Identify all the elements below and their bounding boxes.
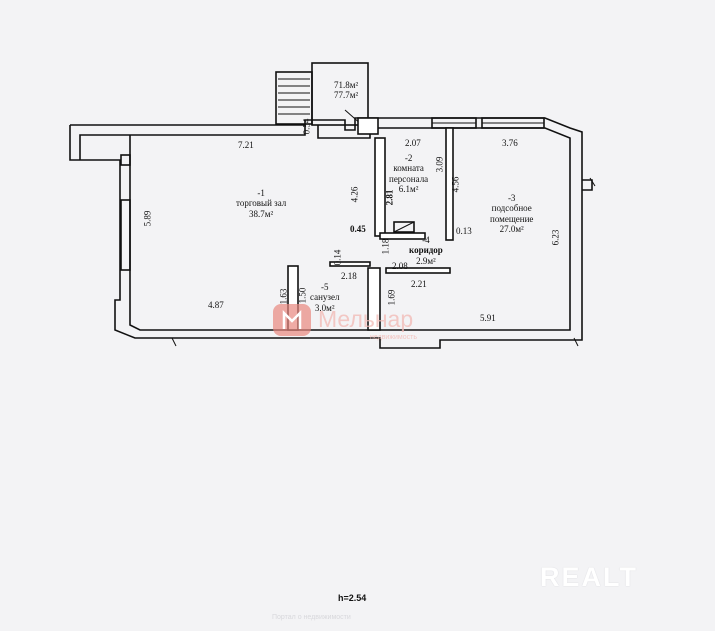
dim-2-21: 2.21 <box>411 279 427 289</box>
room-5-label: -5 санузел 3.0м² <box>310 282 339 313</box>
agency-watermark-text: Мельнар <box>318 306 414 332</box>
dim-6-23: 6.23 <box>550 229 561 246</box>
room-4-area: 2.9м² <box>416 255 436 266</box>
dim-5-91: 5.91 <box>480 313 496 323</box>
partition-corridor-top <box>379 232 426 240</box>
room-4-label: -4 коридор 2.9м² <box>409 235 443 266</box>
dim-1-50: 1.50 <box>297 287 308 304</box>
entry-vestibule <box>311 62 369 126</box>
partition-1-2 <box>374 137 386 237</box>
room-1-number: -1 <box>257 188 265 198</box>
realt-watermark: REALT <box>540 562 638 592</box>
room-2-label: -2 комната персонала 6.1м² <box>389 153 428 194</box>
dim-2-81: 2.81 <box>384 189 395 206</box>
room-1-label: -1 торговый зал 38.7м² <box>236 188 286 219</box>
dim-7-21: 7.21 <box>238 140 254 150</box>
agency-logo-icon <box>273 304 311 336</box>
room-5-number: -5 <box>320 282 329 292</box>
bathroom-wall-right <box>367 267 381 331</box>
room-2-area: 6.1м² <box>398 184 419 195</box>
dim-1-63: 1.63 <box>278 288 289 305</box>
entry-stair <box>275 71 313 125</box>
total-area-label: 71.8м² 77.7м² <box>334 80 358 101</box>
realt-watermark-subtext: Портал о недвижимости <box>272 614 351 621</box>
corridor-door <box>393 221 415 233</box>
room-4-number: -4 <box>422 235 430 245</box>
outer-wall-inner <box>129 125 571 331</box>
room-1-area: 38.7м² <box>249 208 274 219</box>
partition-corridor-bottom <box>385 267 451 274</box>
room-2-number: -2 <box>404 153 413 163</box>
dim-3-09: 3.09 <box>434 156 445 173</box>
partition-2-3 <box>445 127 454 241</box>
room-2-name-line1: комната <box>393 163 424 174</box>
ceiling-height-label: h=2.54 <box>338 593 367 603</box>
room-2-name-line2: персонала <box>389 173 429 184</box>
room-3-number: -3 <box>507 193 516 203</box>
dim-4-87: 4.87 <box>208 300 224 310</box>
room-3-label: -3 подсобное помещение 27.0м² <box>490 193 533 234</box>
dim-2-07: 2.07 <box>405 138 421 148</box>
window-left <box>120 199 131 271</box>
room-5-area: 3.0м² <box>314 302 335 313</box>
dim-3-76: 3.76 <box>502 138 518 148</box>
dim-4-26: 4.26 <box>349 186 360 203</box>
dim-0-54: 0.54 <box>301 118 312 135</box>
dim-2-08: 2.08 <box>392 261 408 271</box>
agency-watermark-subtext: недвижимость <box>370 334 417 341</box>
room-5-name: санузел <box>310 292 340 303</box>
room-4-name: коридор <box>409 245 443 256</box>
room-1-name: торговый зал <box>236 198 287 209</box>
outer-wall-outer <box>69 117 583 349</box>
total-area-line1: 71.8м² <box>334 80 359 90</box>
room-3-name-line2: помещение <box>490 213 534 224</box>
dim-2-18: 2.18 <box>341 271 357 281</box>
dim-1-69: 1.69 <box>386 289 397 306</box>
room-3-name-line1: подсобное <box>491 203 532 214</box>
room-3-area: 27.0м² <box>499 224 524 235</box>
dim-5-89: 5.89 <box>142 210 153 227</box>
dim-0-45: 0.45 <box>350 224 366 234</box>
dim-4-56: 4.56 <box>450 176 461 193</box>
dim-0-14: 0.14 <box>332 249 343 266</box>
dim-1-18: 1.18 <box>380 238 391 255</box>
dim-0-13: 0.13 <box>456 226 472 236</box>
total-area-line2: 77.7м² <box>334 90 359 101</box>
